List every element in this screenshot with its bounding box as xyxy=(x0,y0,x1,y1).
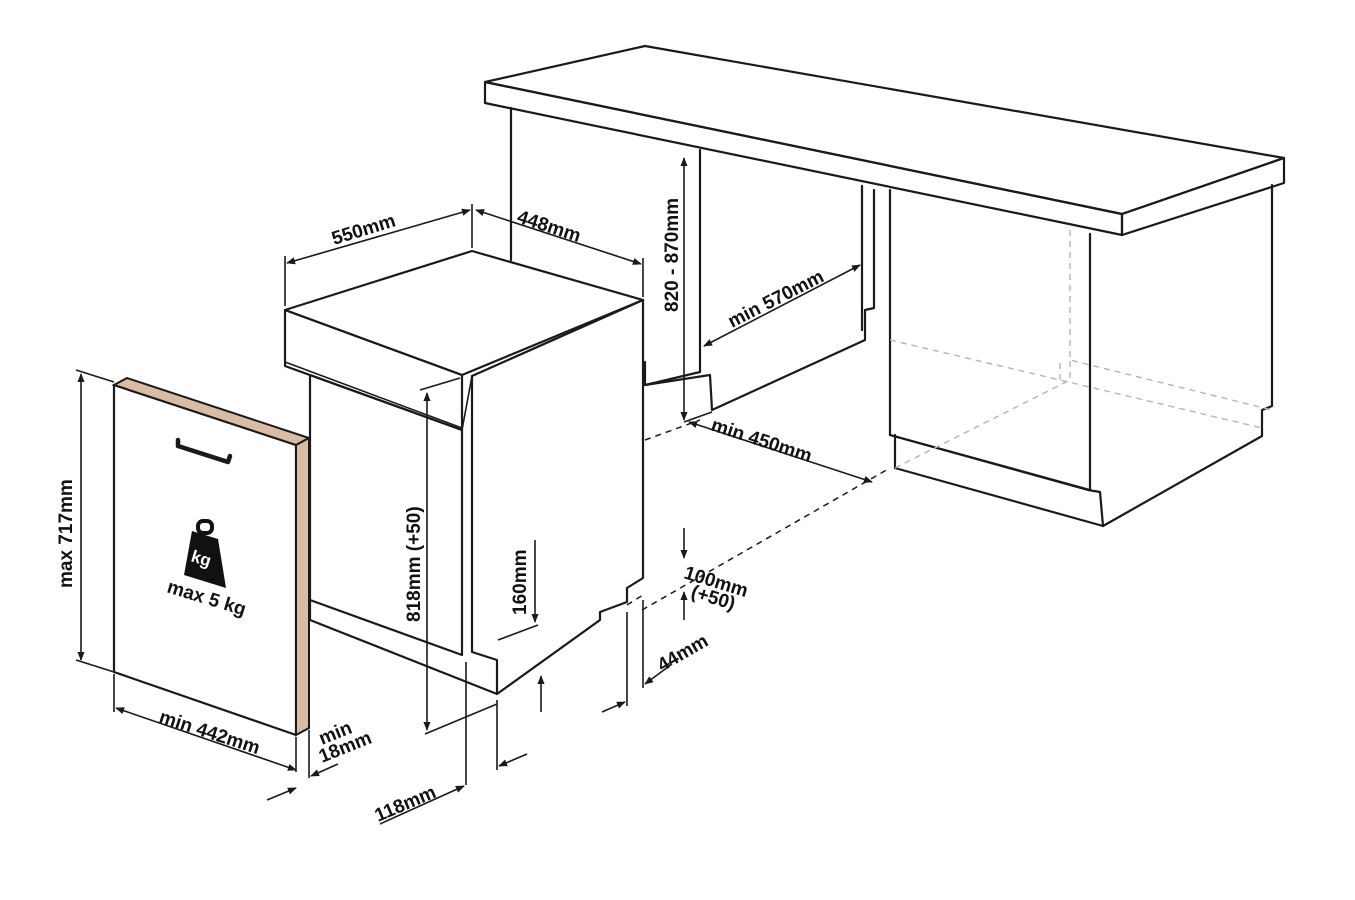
panel-height-dimension: max 717mm xyxy=(56,369,115,673)
left-cabinet-front xyxy=(643,148,702,387)
niche-height-label: 820 - 870mm xyxy=(662,198,683,312)
right-cabinet-plinth xyxy=(888,433,1092,492)
appliance-depth-label: 448mm xyxy=(514,207,583,247)
niche-width-dimension: min 570mm xyxy=(703,264,861,347)
door-handle-icon xyxy=(175,437,233,465)
right-cabinet-bottom xyxy=(888,183,1274,528)
dishwasher-front-right xyxy=(461,375,473,431)
niche-depth-dimension: min 450mm xyxy=(688,415,873,483)
niche-depth-label: min 450mm xyxy=(708,415,814,467)
dishwasher-control-strip xyxy=(283,308,464,432)
dishwasher-top xyxy=(283,249,645,377)
dishwasher-body xyxy=(283,249,645,696)
door-panel: kg max 5 kg xyxy=(111,376,312,737)
dishwasher-side xyxy=(470,298,645,696)
weight-unit: kg xyxy=(189,547,214,571)
door-panel-edge xyxy=(111,376,312,447)
floor-guide-front xyxy=(641,467,891,611)
offset-dimension: 118mm xyxy=(372,662,528,827)
appliance-height-label: 818mm (+50) xyxy=(404,506,425,622)
hidden-cabinet-outline xyxy=(1069,230,1273,411)
hidden-cabinet-floor xyxy=(889,339,1263,429)
niche-plinth-height-dimension: 100mm (+50) xyxy=(680,528,750,620)
dishwasher-plinth xyxy=(308,598,499,696)
dishwasher-front xyxy=(308,373,464,657)
panel-width-label: min 442mm xyxy=(156,707,262,759)
niche-width-label: min 570mm xyxy=(725,266,828,332)
floor-guide-front-ext xyxy=(626,594,644,606)
plinth-height-dimension: 160mm xyxy=(497,540,545,712)
control-strip-edge xyxy=(284,361,463,429)
panel-height-label: max 717mm xyxy=(56,479,77,588)
left-cabinet-plinth xyxy=(643,188,876,412)
panel-width-dimension: min 442mm xyxy=(113,674,297,772)
countertop-top xyxy=(483,44,1286,216)
hidden-cabinet-diag xyxy=(894,360,1071,469)
offset-label: 118mm xyxy=(372,782,440,827)
kitchen-niche xyxy=(483,44,1286,528)
appliance-depth-dimension: 448mm xyxy=(475,207,644,297)
appliance-height-dimension: 818mm (+50) xyxy=(404,377,498,735)
weight-limit-label: max 5 kg xyxy=(165,577,249,621)
appliance-width-label: 550mm xyxy=(329,211,398,250)
door-panel-side xyxy=(295,436,310,737)
countertop-front xyxy=(483,80,1124,237)
right-cabinet-base xyxy=(893,466,1105,528)
plinth-height-label: 160mm xyxy=(510,550,531,616)
niche-plinth-depth-dimension: 44mm xyxy=(601,600,712,713)
countertop-side xyxy=(1120,156,1286,237)
weight-kg-icon: kg xyxy=(184,519,226,588)
appliance-width-dimension: 550mm xyxy=(284,204,473,306)
niche-height-dimension: 820 - 870mm xyxy=(662,157,713,423)
niche-plinth-depth-label: 44mm xyxy=(654,631,712,677)
